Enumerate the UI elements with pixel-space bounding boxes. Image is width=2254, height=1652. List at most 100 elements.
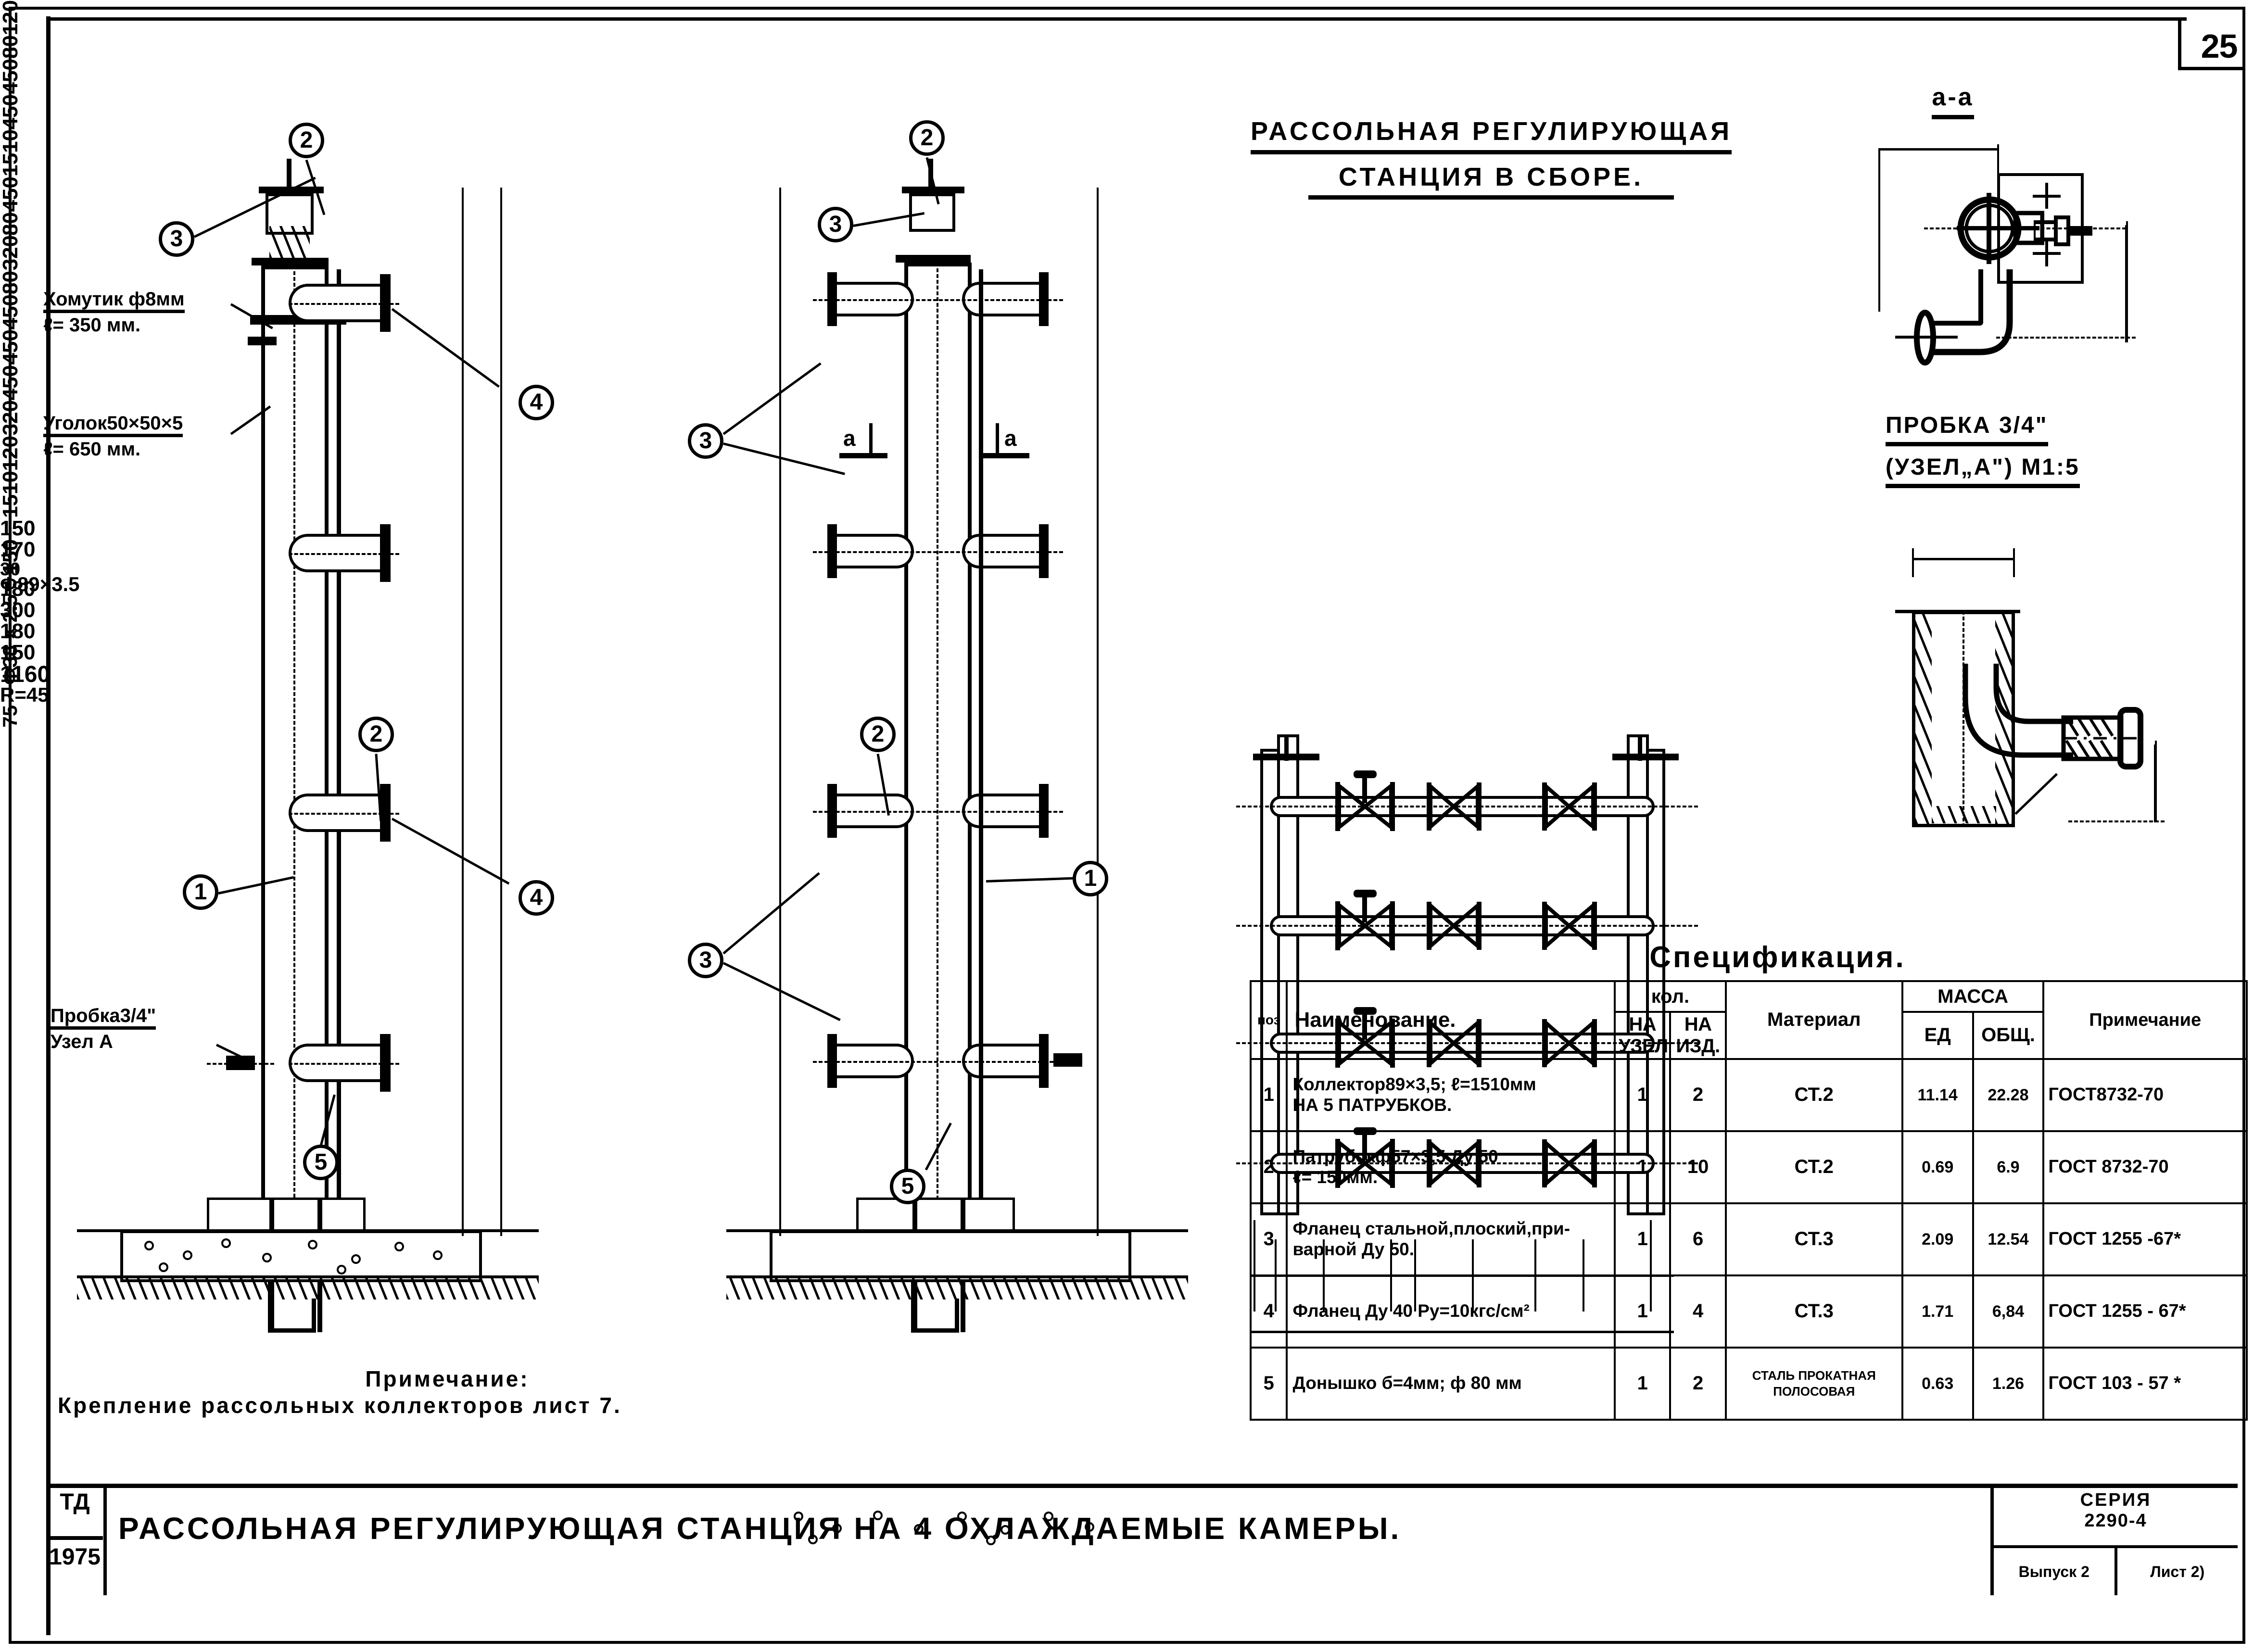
balloon-5-right: 5 <box>890 1169 925 1204</box>
cell-qty-product: 4 <box>1669 1274 1727 1349</box>
cell-name-line2: варной Ду 50. <box>1292 1239 1414 1259</box>
cell-mass-unit: 0.69 <box>1901 1130 1974 1204</box>
dim-450a-right: 450 <box>0 294 22 330</box>
asm-dim-6: 180 <box>0 619 36 643</box>
label-clamp-line1: Хомутик ф8мм <box>43 289 185 310</box>
cell-name: Патрубокф57×3,5 Ду 50 ℓ= 150мм. <box>1286 1130 1616 1204</box>
cell-remarks: ГОСТ 8732-70 <box>2042 1130 2248 1204</box>
bottom-hatch <box>1932 806 1996 823</box>
dim-450c-right: 450 <box>0 365 22 401</box>
balloon-1-right: 1 <box>1073 861 1108 896</box>
dim-extension <box>1878 148 1880 312</box>
sheet-border-inner <box>46 16 2238 1635</box>
label-angle-line1: Уголок50×50×5 <box>43 413 183 434</box>
dim-120-right: 120 <box>0 435 22 471</box>
th-remarks: Примечание <box>2042 980 2248 1060</box>
dim-extension <box>1912 548 1914 577</box>
concrete-footing <box>120 1230 482 1282</box>
assembly-heading: РАССОЛЬНАЯ РЕГУЛИРУЮЩАЯ СТАНЦИЯ В СБОРЕ. <box>1251 115 1732 200</box>
cell-remarks: ГОСТ8732-70 <box>2042 1058 2248 1132</box>
cell-name-line2: НА 5 ПАТРУБКОВ. <box>1292 1095 1452 1115</box>
cell-mass-total: 1.26 <box>1972 1346 2045 1421</box>
title-block-series: СЕРИЯ 2290-4 Выпуск 2 Лист 2) <box>1990 1488 2238 1595</box>
control-valve-icon <box>1335 889 1395 951</box>
ground-hatch <box>77 1278 539 1299</box>
branch-centerline <box>1236 805 1698 807</box>
asm-dim-5: 300 <box>0 598 36 622</box>
assembly-heading-line2: СТАНЦИЯ В СБОРЕ. <box>1308 161 1674 200</box>
label-angle: Уголок50×50×5 ℓ= 650 мм. <box>43 413 183 460</box>
section-dim-v: 150 <box>0 539 22 575</box>
label-plug-line2: Узел А <box>51 1026 156 1052</box>
gate-valve-icon <box>1427 901 1482 950</box>
clamp-hook <box>248 337 277 345</box>
cell-mass-total: 12.54 <box>1972 1202 2045 1276</box>
nozzle-centerline <box>289 813 399 815</box>
angle-bracket <box>337 269 341 1212</box>
code-top: ТД <box>60 1489 90 1515</box>
cell-material: СТ.2 <box>1724 1130 1903 1204</box>
cell-qty-unit: 1 <box>1614 1202 1672 1276</box>
cell-material: СТ.2 <box>1724 1058 1903 1132</box>
cell-mass-total: 6,84 <box>1972 1274 2045 1349</box>
cell-qty-unit: 1 <box>1614 1130 1672 1204</box>
section-aa-label: а-а <box>1932 82 1974 119</box>
nozzle-centerline <box>289 553 399 555</box>
cell-remarks: ГОСТ 1255 -67* <box>2042 1202 2248 1276</box>
cell-qty-product: 10 <box>1669 1130 1727 1204</box>
cell-material-line1: СТАЛЬ ПРОКАТНАЯ <box>1752 1368 1876 1383</box>
nozzle-centerline <box>813 1061 1082 1063</box>
anchor-j-bolt <box>268 1328 316 1333</box>
cell-name: Фланец Ду 40 Ру=10кгс/см² <box>1286 1274 1616 1349</box>
ground-hatch <box>726 1278 1188 1299</box>
anchor-j-bolt <box>268 1279 272 1332</box>
th-pos: поз <box>1249 980 1288 1060</box>
balloon-2-top-right: 2 <box>909 120 945 156</box>
flange-plate <box>252 258 329 265</box>
plug-centerline <box>207 1063 274 1065</box>
stem <box>287 159 291 202</box>
control-valve-icon <box>1335 770 1395 832</box>
bolt-center-mark <box>2033 252 2061 255</box>
gate-valve-icon <box>1542 782 1597 831</box>
dim-line <box>1912 558 2014 560</box>
bolt-center-mark <box>2033 195 2061 198</box>
nozzle-centerline <box>289 1063 399 1065</box>
dim-extension <box>462 188 464 1236</box>
asm-total-dim: 1160 <box>0 661 51 687</box>
balloon-2-right: 2 <box>860 717 896 752</box>
balloon-3-top-right: 3 <box>818 207 853 242</box>
dim-line <box>1878 148 1999 151</box>
concrete-footing <box>770 1230 1131 1282</box>
pipe-centerline <box>293 265 295 1203</box>
cell-remarks: ГОСТ 1255 - 67* <box>2042 1274 2248 1349</box>
balloon-3-top-left: 3 <box>159 221 194 257</box>
collector-cap <box>1612 753 1679 760</box>
flange-plate <box>896 255 971 263</box>
cell-qty-unit: 1 <box>1614 1346 1672 1421</box>
balloon-3-right-b: 3 <box>688 943 723 978</box>
grade-line <box>77 1275 539 1278</box>
thread-hatch <box>269 226 310 258</box>
dim-80b-left: 80 <box>0 212 22 236</box>
dim-extension <box>2013 548 2015 577</box>
asm-dim-7: 150 <box>0 640 36 664</box>
pipe-centerline <box>1963 611 1964 827</box>
table-row: 4 Фланец Ду 40 Ру=10кгс/см² 1 4 СТ.3 1.7… <box>1249 1274 2248 1349</box>
cell-name-line2: ℓ= 150мм. <box>1292 1167 1378 1187</box>
sheet-label: Лист 2) <box>2150 1563 2205 1580</box>
dim-extension <box>500 188 502 1236</box>
cell-qty-product: 2 <box>1669 1346 1727 1421</box>
dim-extension <box>1097 188 1099 1236</box>
gate-valve-icon <box>1427 782 1482 831</box>
plug-heading-line2: (УЗЕЛ„А") М1:5 <box>1886 453 2080 488</box>
gate-valve-icon <box>1542 901 1597 950</box>
cell-mass-total: 22.28 <box>1972 1058 2045 1132</box>
right-elevation-view: 2 3 а а <box>0 120 2254 1545</box>
top-rule <box>46 17 2187 21</box>
cap-plate <box>902 187 964 193</box>
cell-mass-unit: 0.63 <box>1901 1346 1974 1421</box>
cell-name-line1: Фланец стальной,плоский,при- <box>1292 1219 1570 1239</box>
balloon-4-left: 4 <box>519 385 554 420</box>
anchor-j-bolt <box>955 1299 959 1332</box>
